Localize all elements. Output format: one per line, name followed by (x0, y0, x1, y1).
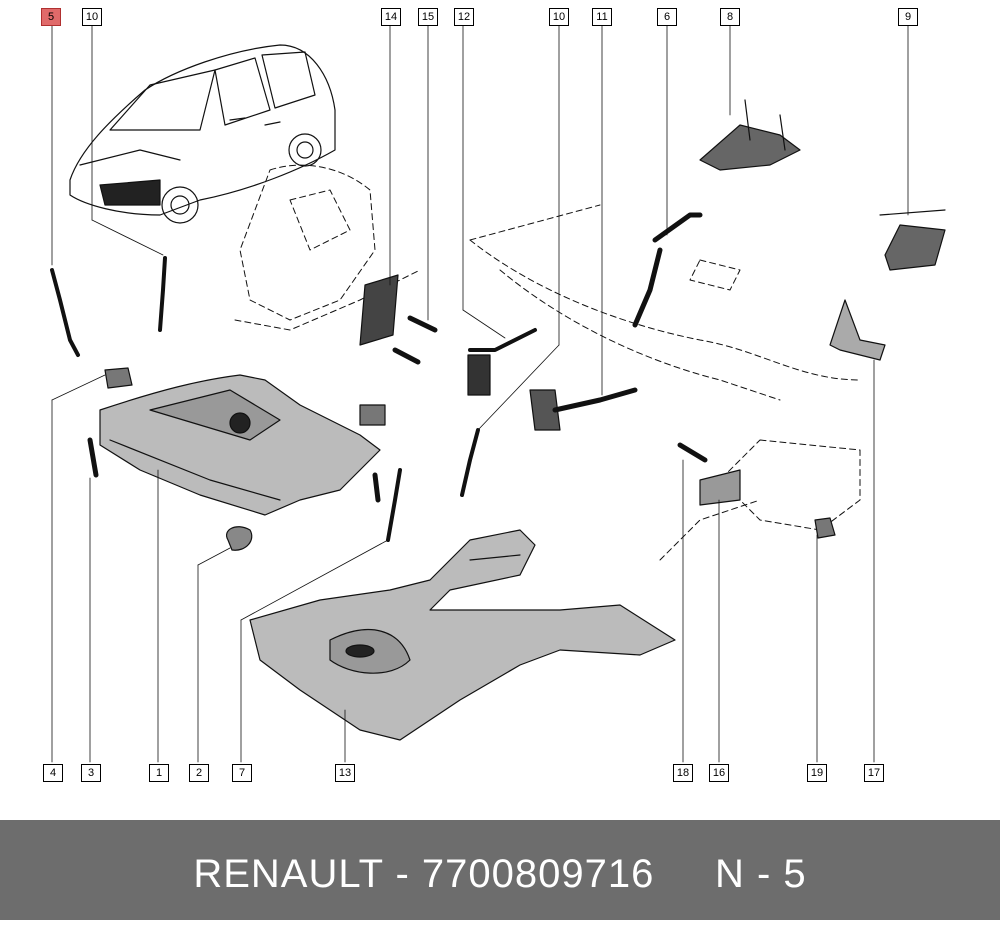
callout-label-14: 14 (381, 8, 401, 26)
undertray-front (99, 374, 381, 516)
callout-label-3: 3 (81, 764, 101, 782)
exploded-parts-diagram (50, 25, 946, 763)
callout-label-12: 12 (454, 8, 474, 26)
footer-banner: RENAULT - 7700809716 N - 5 (0, 820, 1000, 920)
callout-label-1: 1 (149, 764, 169, 782)
footer-part-number: 7700809716 (421, 852, 655, 896)
callout-label-4: 4 (43, 764, 63, 782)
callout-label-5: 5 (41, 8, 61, 26)
vehicle-illustration (69, 44, 336, 224)
callout-label-17: 17 (864, 764, 884, 782)
footer-separator: - (395, 852, 410, 896)
callout-label-11: 11 (592, 8, 612, 26)
callout-label-18: 18 (673, 764, 693, 782)
callout-label-10: 10 (82, 8, 102, 26)
callout-label-6: 6 (657, 8, 677, 26)
engine-bay-sketch (234, 164, 861, 561)
callout-label-8: 8 (720, 8, 740, 26)
footer-ref: N - 5 (714, 852, 807, 896)
callout-label-2: 2 (189, 764, 209, 782)
callout-label-15: 15 (418, 8, 438, 26)
callout-label-7: 7 (232, 764, 252, 782)
callout-label-16: 16 (709, 764, 729, 782)
footer-brand: RENAULT (193, 852, 384, 896)
callout-label-10b: 10 (549, 8, 569, 26)
callout-label-9: 9 (898, 8, 918, 26)
footer-caption: RENAULT - 7700809716 N - 5 (0, 820, 1000, 920)
callout-label-19: 19 (807, 764, 827, 782)
callout-label-13: 13 (335, 764, 355, 782)
undertray-rear (249, 529, 676, 741)
